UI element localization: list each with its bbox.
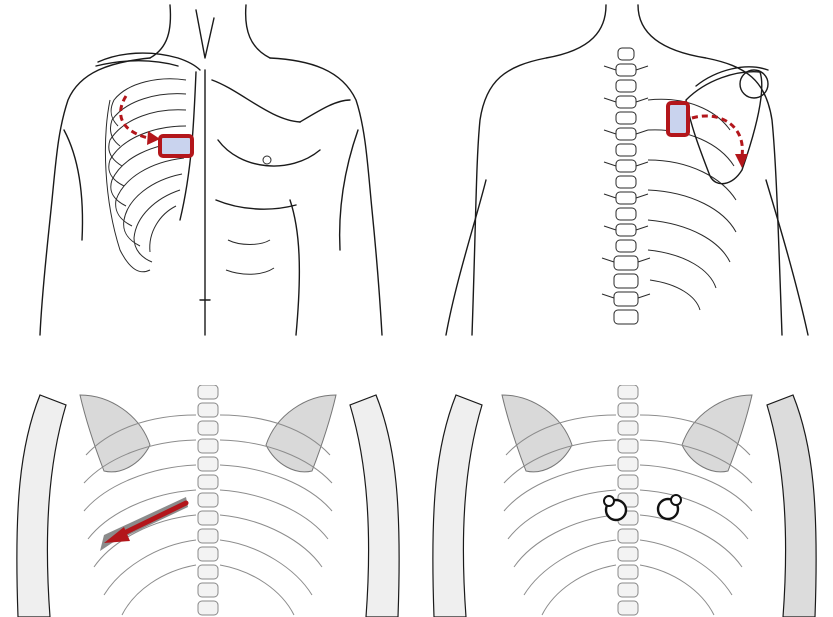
- posterior-back-drawing: [416, 0, 833, 340]
- right-circle-marker: [658, 495, 681, 519]
- posterior-thorax-arrow-drawing: [0, 385, 416, 617]
- posterior-placement-marker: [668, 103, 688, 135]
- posterior-thorax-circles-panel: [416, 385, 833, 617]
- posterior-back-panel: [416, 0, 833, 340]
- anterior-chest-drawing: [0, 0, 416, 340]
- spine: [198, 385, 218, 615]
- anterior-chest-panel: [0, 0, 416, 340]
- spine: [602, 48, 650, 324]
- posterior-thorax-circles-drawing: [416, 385, 833, 617]
- posterior-thorax-arrow-panel: [0, 385, 416, 617]
- anterior-placement-marker: [160, 136, 192, 156]
